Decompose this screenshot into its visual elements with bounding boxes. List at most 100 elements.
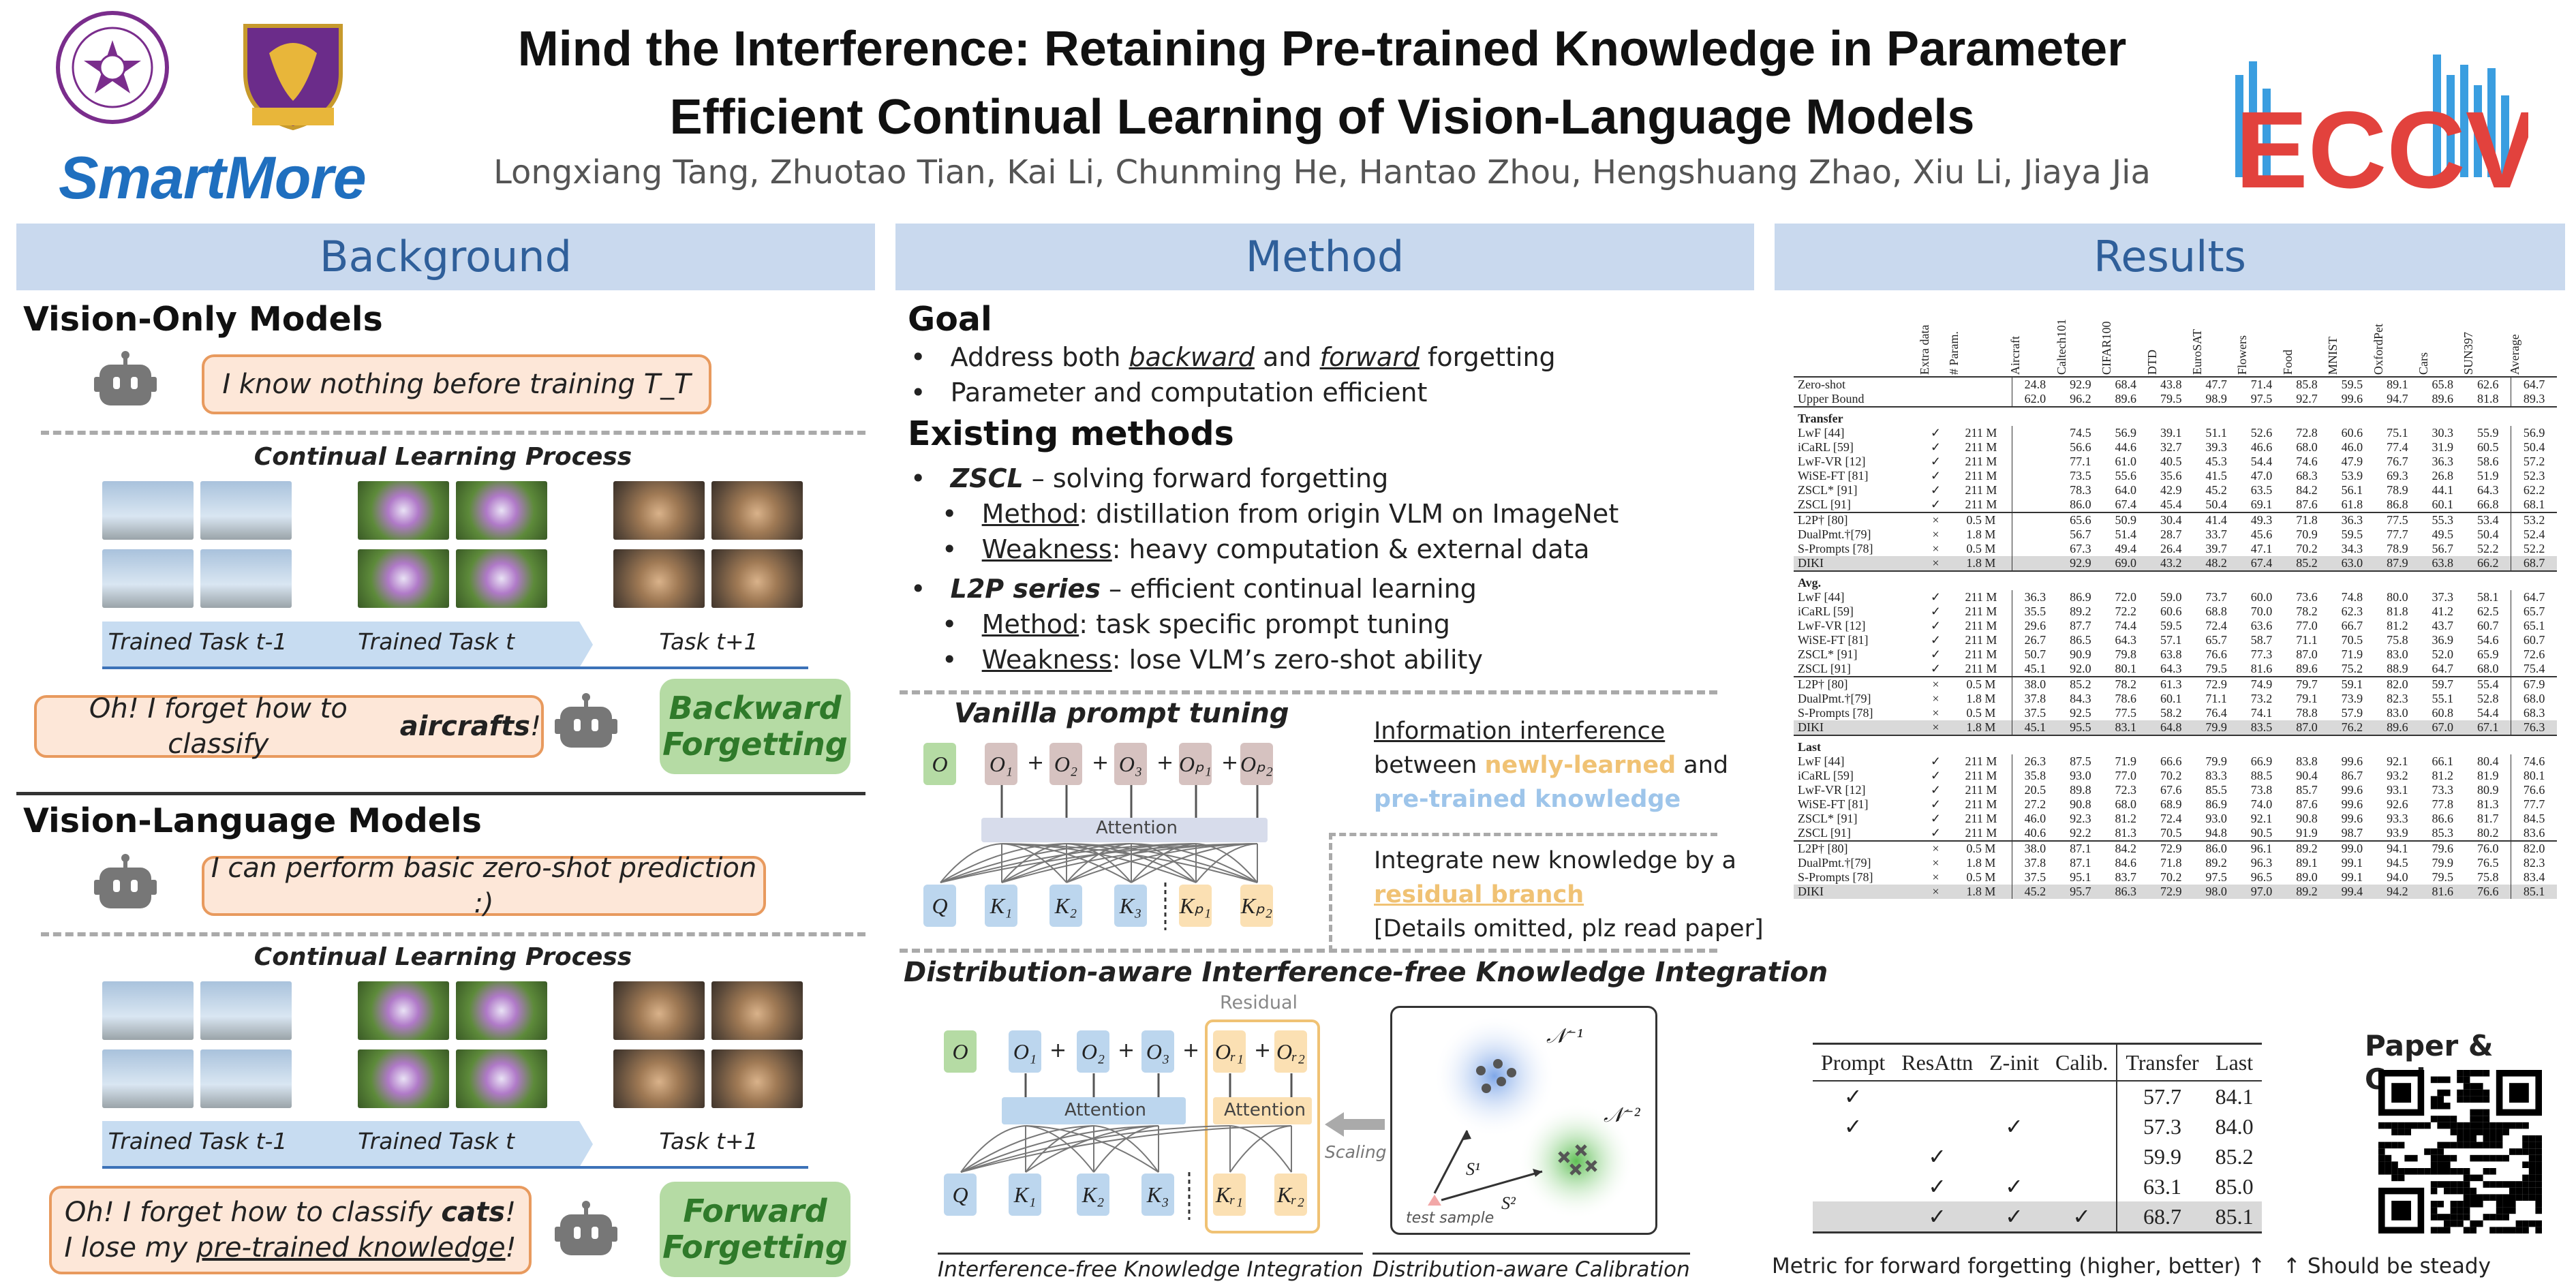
zscl-method: • Method: distillation from origin VLM o… (942, 499, 1619, 529)
plus-sign: + (1049, 1039, 1067, 1062)
value-cell: 62.2 (2511, 483, 2557, 497)
value-cell: 52.3 (2511, 469, 2557, 483)
value-cell: 55.9 (2477, 426, 2499, 440)
qr-code-icon[interactable] (2378, 1070, 2542, 1233)
extra-data-cell: × (1932, 527, 1939, 541)
output-token: O (923, 743, 956, 785)
value-cell: 81.2 (2432, 769, 2453, 782)
value-cell: 89.1 (2387, 378, 2408, 391)
ablation-header-cell: Transfer (2116, 1043, 2207, 1081)
attention-label: Attention (1224, 1100, 1306, 1120)
value-cell: 20.5 (2024, 783, 2046, 797)
value-cell: 87.9 (2387, 556, 2408, 570)
value-cell: 78.9 (2387, 542, 2408, 555)
value-cell: 59.5 (2341, 527, 2363, 541)
value-cell: 97.5 (2205, 870, 2227, 884)
value-cell: 87.0 (2296, 720, 2318, 734)
extra-data-cell: × (1932, 720, 1939, 734)
value-cell: 54.4 (2477, 706, 2499, 720)
value-cell: 60.5 (2477, 440, 2499, 454)
value-cell: 81.2 (2115, 812, 2137, 825)
value-cell: 42.9 (2160, 483, 2182, 497)
value-cell: 76.7 (2387, 455, 2408, 468)
value-cell: 92.2 (2070, 826, 2091, 840)
aircraft-text-bold: aircrafts (399, 711, 530, 742)
value-cell: 65.6 (2070, 513, 2091, 527)
input-token: Kₚ₂ (1240, 885, 1273, 927)
ablation-cell (1813, 1141, 1893, 1171)
value-cell: 67.9 (2511, 677, 2557, 692)
between-text: between (1374, 752, 1485, 779)
value-cell: 52.2 (2477, 542, 2499, 555)
value-cell: 70.5 (2341, 633, 2363, 647)
value-cell: 99.1 (2341, 870, 2363, 884)
value-cell: 56.9 (2511, 426, 2557, 440)
method-name-cell: LwF-VR [12] (1798, 619, 1866, 632)
ablation-cell (1813, 1171, 1893, 1201)
cat-photo (613, 981, 705, 1040)
method-name-cell: LwF-VR [12] (1798, 783, 1866, 797)
value-cell: 39.7 (2205, 542, 2227, 555)
extra-data-cell: × (1932, 706, 1939, 720)
header-cell: # Param. (1946, 331, 1961, 375)
method-name-cell: ZSCL* [91] (1798, 483, 1858, 497)
value-cell: 66.7 (2341, 619, 2363, 632)
value-cell (2012, 527, 2057, 542)
header-cell: Cars (2417, 352, 2431, 375)
value-cell: 81.6 (2250, 662, 2273, 675)
param-cell: 211 M (1950, 497, 2012, 512)
goal-heading: Goal (908, 300, 992, 339)
output-token: O₂ (1077, 1030, 1109, 1073)
value-cell: 90.4 (2296, 769, 2318, 782)
lose-text-ul: pre-trained knowledge (196, 1232, 506, 1263)
value-cell: 75.8 (2387, 633, 2408, 647)
value-cell: 92.7 (2296, 392, 2318, 405)
airplane-photo (102, 981, 194, 1040)
value-cell: 68.0 (2477, 662, 2499, 675)
value-cell: 68.0 (2511, 692, 2557, 706)
value-cell: 98.0 (2205, 885, 2227, 898)
value-cell: 37.8 (2024, 856, 2046, 870)
value-cell: 81.8 (2477, 392, 2499, 405)
value-cell: 65.8 (2432, 378, 2453, 391)
value-cell: 60.7 (2511, 633, 2557, 647)
value-cell: 95.1 (2070, 870, 2091, 884)
value-cell: 46.0 (2341, 440, 2363, 454)
value-cell (2012, 497, 2057, 512)
and-text: and (1676, 752, 1729, 779)
value-cell: 82.0 (2511, 841, 2557, 856)
value-cell: 86.9 (2205, 797, 2227, 811)
value-cell: 52.2 (2511, 542, 2557, 556)
s1-label: S¹ (1466, 1159, 1480, 1179)
ablation-cell: ✓ (2005, 1114, 2023, 1139)
value-cell: 57.1 (2160, 633, 2182, 647)
value-cell (2012, 556, 2057, 571)
value-cell: 84.2 (2115, 842, 2137, 855)
value-cell: 77.5 (2115, 706, 2137, 720)
flower-photo (358, 549, 449, 608)
value-cell: 51.1 (2205, 426, 2227, 440)
value-cell: 69.1 (2250, 497, 2273, 511)
value-cell: 72.9 (2160, 885, 2182, 898)
block-label-row: Transfer (1794, 407, 2557, 426)
extra-data-cell: ✓ (1930, 826, 1942, 840)
value-cell: 51.4 (2115, 527, 2137, 541)
value-cell: 58.2 (2160, 706, 2182, 720)
caption-left: Interference-free Knowledge Integration (938, 1253, 1364, 1282)
value-cell: 89.6 (2296, 662, 2318, 675)
value-cell: 76.4 (2205, 706, 2227, 720)
value-cell: 74.6 (2511, 754, 2557, 769)
value-cell: 67.4 (2250, 556, 2273, 570)
value-cell: 98.7 (2341, 826, 2363, 840)
output-token: Oᵣ₂ (1274, 1030, 1307, 1073)
section-background-header: Background (16, 224, 875, 290)
value-cell: 79.9 (2205, 754, 2227, 768)
integrate-text: Integrate new knowledge by a (1374, 847, 1737, 874)
